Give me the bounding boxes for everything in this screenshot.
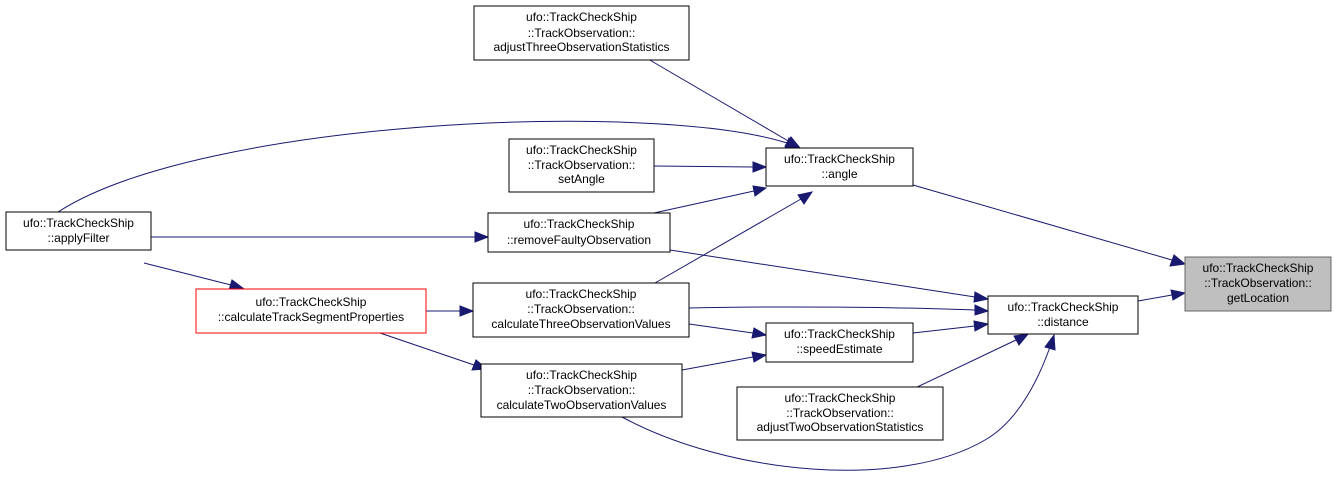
node-calculateTwoObservationValues[interactable]: ufo::TrackCheckShip ::TrackObservation::…	[480, 363, 683, 418]
edge-adjustThree-to-angle	[647, 58, 802, 149]
node-label: ufo::TrackCheckShip	[1203, 261, 1314, 275]
node-label: ufo::TrackCheckShip	[526, 143, 637, 157]
node-label: ::TrackObservation::	[528, 383, 636, 397]
node-label: ::angle	[821, 167, 857, 181]
node-label: adjustThreeObservationStatistics	[493, 40, 669, 54]
edge-setAngle-to-angle	[653, 161, 768, 173]
edge-calcTwo-to-speedEstimate	[681, 351, 768, 371]
edge-speedEstimate-to-distance	[912, 320, 990, 334]
edge-removeFaulty-to-angle	[653, 185, 768, 214]
node-label: calculateTwoObservationValues	[497, 398, 667, 412]
node-setAngle[interactable]: ufo::TrackCheckShip ::TrackObservation::…	[508, 138, 655, 193]
node-calculateThreeObservationValues[interactable]: ufo::TrackCheckShip ::TrackObservation::…	[472, 282, 690, 338]
edge-applyFilter-to-removeFaulty	[151, 231, 490, 243]
node-label: ufo::TrackCheckShip	[784, 327, 895, 341]
node-label: ::removeFaultyObservation	[507, 233, 651, 247]
edge-angle-to-getLocation	[912, 184, 1187, 267]
node-label: ufo::TrackCheckShip	[784, 152, 895, 166]
edge-calcThree-to-speedEstimate	[688, 323, 768, 339]
node-label: adjustTwoObservationStatistics	[757, 420, 924, 434]
edge-calcTrackSegment-to-calcThree	[426, 305, 475, 317]
node-label: ::TrackObservation::	[527, 302, 635, 316]
edge-adjustTwo-to-distance	[912, 333, 1030, 390]
edge-applyFilter-to-calcTrackSegment	[143, 262, 246, 291]
edge-calcTrackSegment-to-calcTwo	[379, 332, 489, 371]
node-adjustThreeObservationStatistics[interactable]: ufo::TrackCheckShip ::TrackObservation::…	[473, 5, 690, 61]
node-label: ufo::TrackCheckShip	[785, 391, 896, 405]
node-adjustTwoObservationStatistics[interactable]: ufo::TrackCheckShip ::TrackObservation::…	[736, 386, 944, 441]
edge-calcThree-to-angle	[654, 191, 814, 284]
node-label: ::TrackObservation::	[786, 406, 894, 420]
node-label: ufo::TrackCheckShip	[526, 10, 637, 24]
node-label: ::TrackObservation::	[528, 158, 636, 172]
node-label: ::calculateTrackSegmentProperties	[218, 310, 404, 324]
node-label: ufo::TrackCheckShip	[526, 287, 637, 301]
node-label: ::speedEstimate	[796, 342, 882, 356]
node-label: ufo::TrackCheckShip	[256, 295, 367, 309]
node-label: getLocation	[1227, 291, 1289, 305]
node-label: calculateThreeObservationValues	[491, 317, 670, 331]
node-label: setAngle	[558, 172, 605, 186]
node-angle[interactable]: ufo::TrackCheckShip ::angle	[765, 147, 914, 187]
node-label: ufo::TrackCheckShip	[524, 217, 635, 231]
edge-calcTwo-to-distance	[621, 333, 1056, 471]
node-removeFaultyObservation[interactable]: ufo::TrackCheckShip ::removeFaultyObserv…	[487, 212, 671, 253]
edge-removeFaulty-to-distance	[669, 249, 990, 303]
node-label: ufo::TrackCheckShip	[526, 368, 637, 382]
node-label: ::applyFilter	[47, 231, 109, 245]
node-getLocation[interactable]: ufo::TrackCheckShip ::TrackObservation::…	[1184, 256, 1332, 312]
node-distance[interactable]: ufo::TrackCheckShip ::distance	[987, 295, 1139, 335]
node-label: ufo::TrackCheckShip	[23, 216, 134, 230]
node-applyFilter[interactable]: ufo::TrackCheckShip ::applyFilter	[5, 211, 152, 251]
edge-distance-to-getLocation	[1137, 289, 1187, 302]
edge-calcThree-to-distance	[688, 304, 990, 316]
node-label: ::distance	[1037, 315, 1089, 329]
node-label: ::TrackObservation::	[1204, 276, 1312, 290]
node-label: ::TrackObservation::	[528, 26, 636, 40]
node-calculateTrackSegmentProperties[interactable]: ufo::TrackCheckShip ::calculateTrackSegm…	[195, 288, 427, 334]
node-speedEstimate[interactable]: ufo::TrackCheckShip ::speedEstimate	[765, 322, 914, 363]
node-label: ufo::TrackCheckShip	[1008, 300, 1119, 314]
